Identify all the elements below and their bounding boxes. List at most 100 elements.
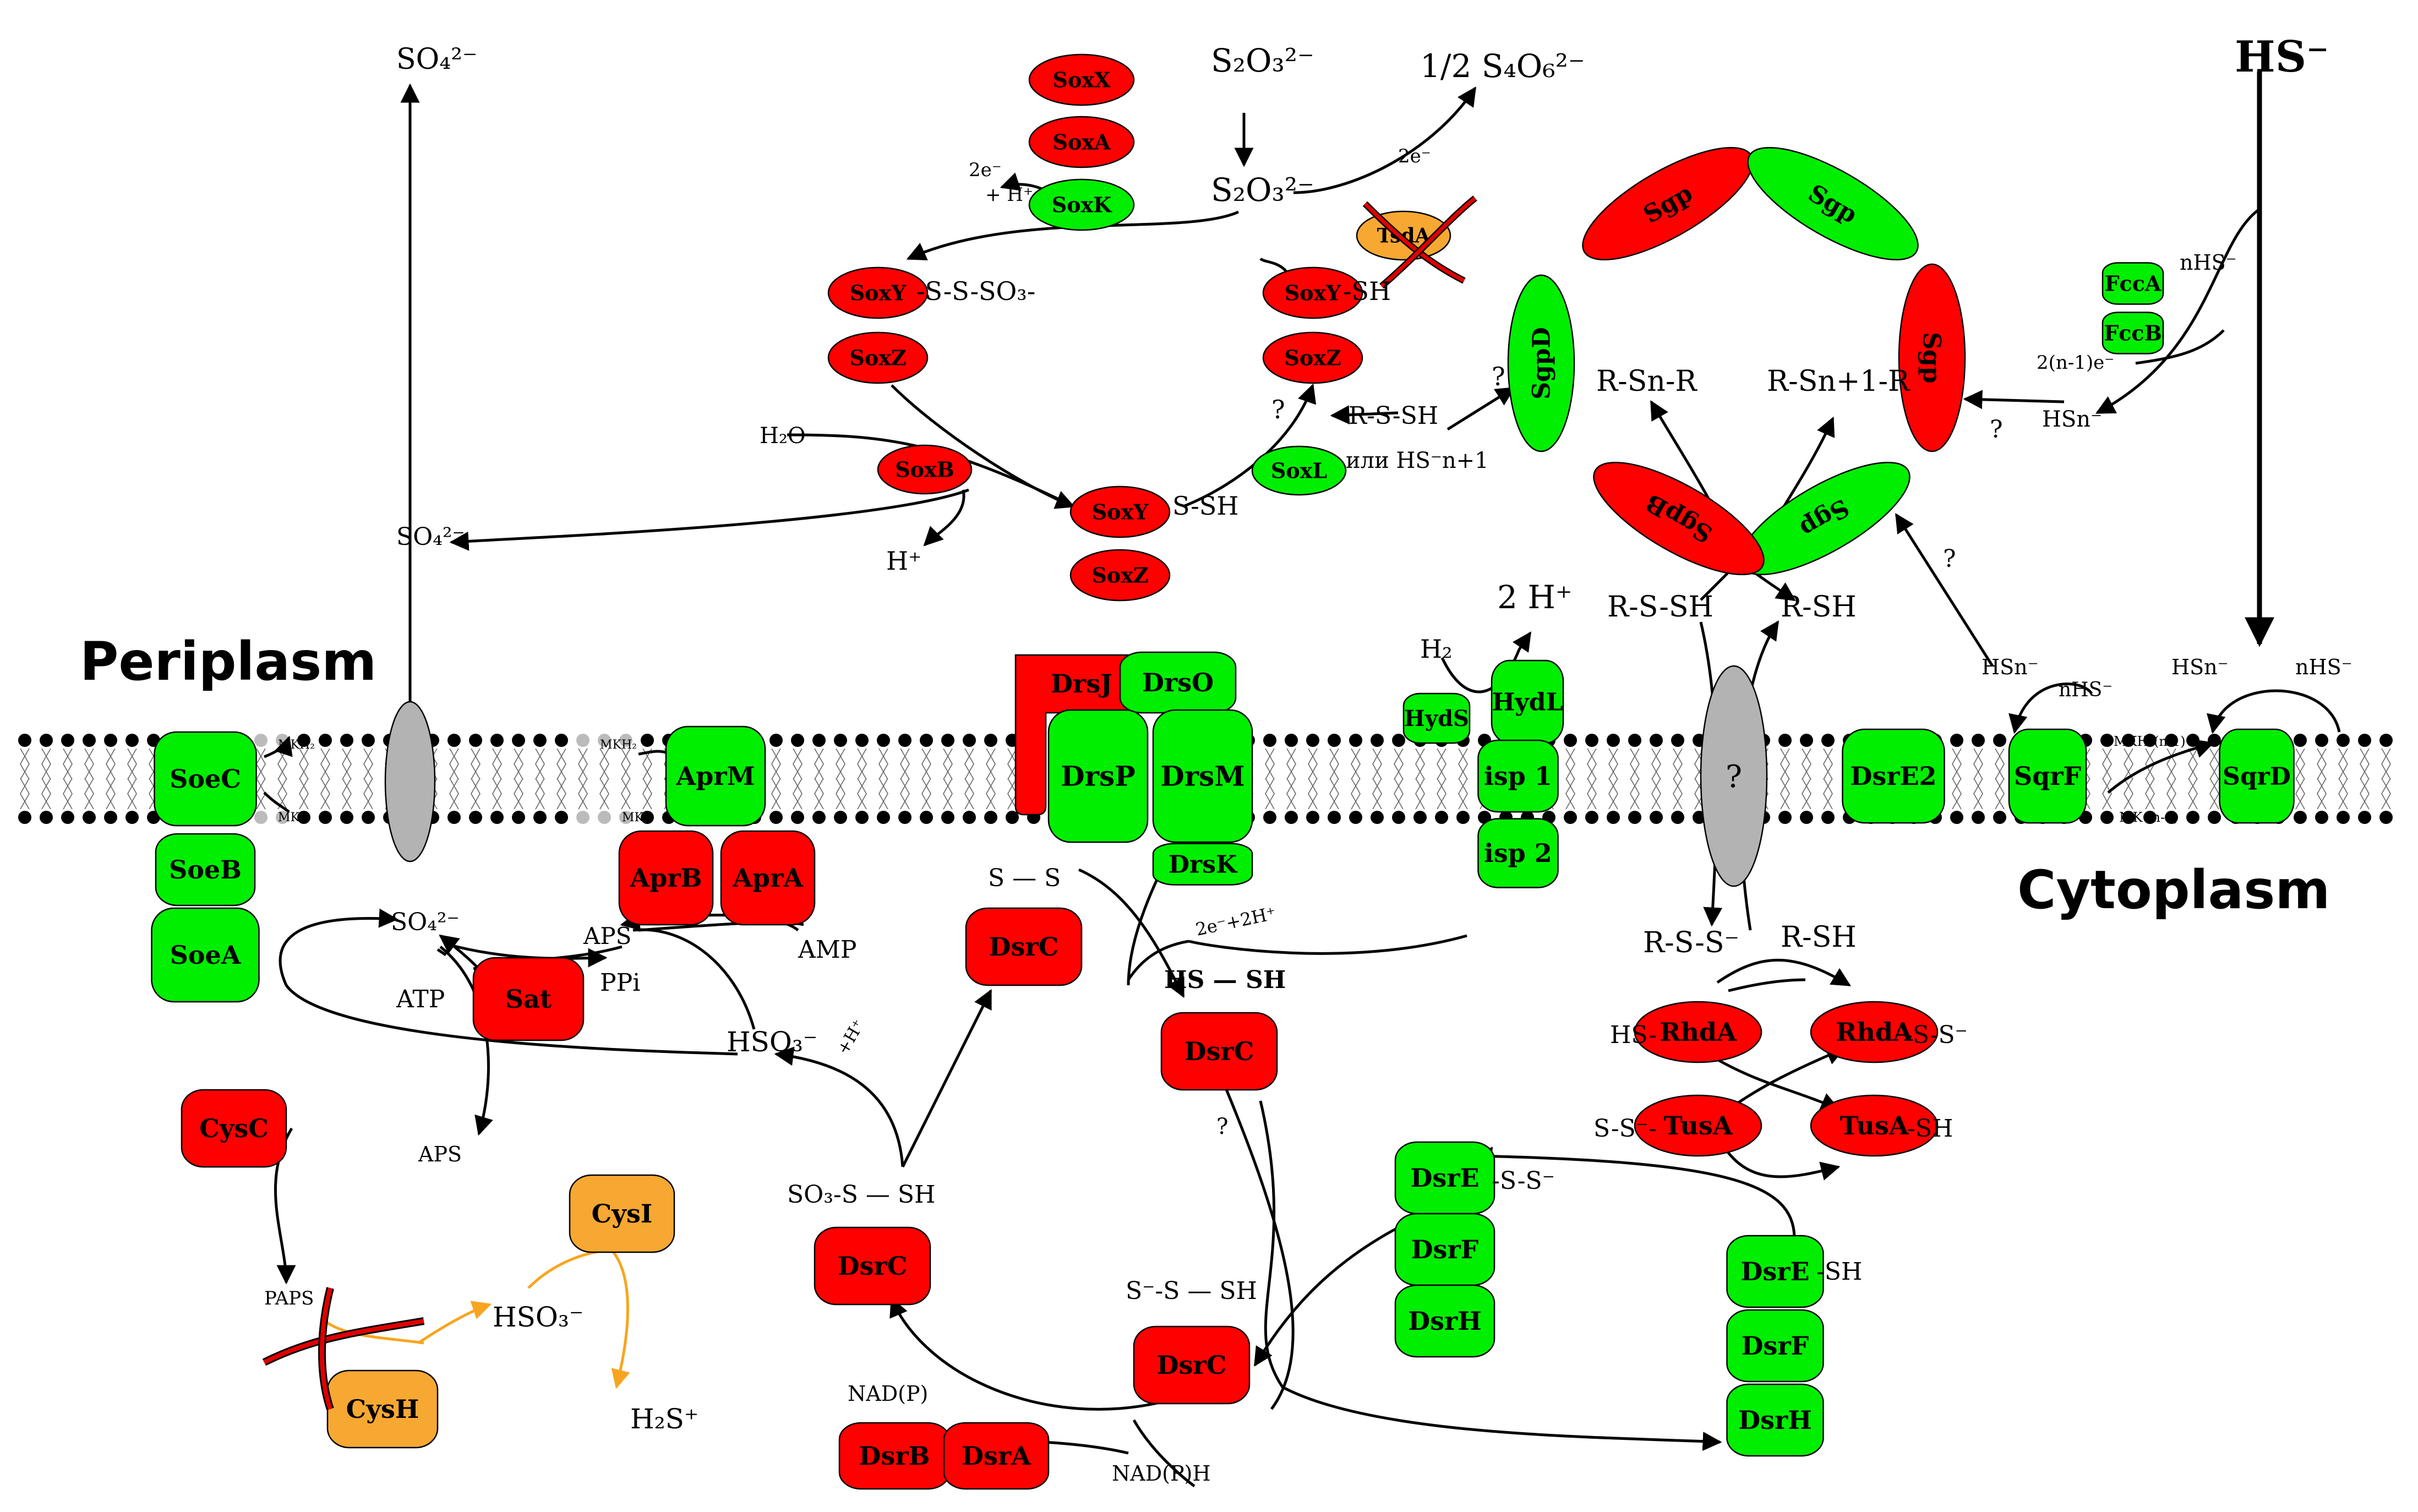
lipid-head [1371, 734, 1384, 747]
lipid-tail [900, 748, 910, 810]
protein-soxZ2: SoxZ [1262, 331, 1363, 384]
svg-text:SoeB: SoeB [169, 855, 242, 885]
svg-text:-SH: -SH [1816, 1258, 1862, 1286]
lipid-head [1413, 811, 1427, 824]
lipid-head [598, 811, 611, 824]
lipid-tail [342, 748, 352, 810]
svg-text:R-S-SH: R-S-SH [1349, 402, 1438, 430]
lipid-head [104, 734, 117, 747]
protein-aprM: AprM [665, 725, 766, 827]
lipid-head [877, 734, 890, 747]
svg-text:HSO₃⁻: HSO₃⁻ [727, 1026, 817, 1058]
sulfate-top: SO₄²⁻ [396, 43, 477, 76]
lipid-tail [2381, 748, 2391, 810]
protein-dsrB: DsrB [838, 1422, 951, 1490]
svg-text:RhdA: RhdA [1836, 1017, 1913, 1047]
lipid-head [963, 811, 976, 824]
lipid-tail [20, 748, 30, 810]
lipid-tail [1587, 748, 1597, 810]
lipid-head [1628, 811, 1641, 824]
lipid-tail [449, 748, 459, 810]
lipid-tail [84, 748, 94, 810]
svg-text:APS: APS [418, 1142, 462, 1166]
cytoplasm-label: Cytoplasm [2017, 859, 2330, 921]
lipid-head [2379, 811, 2393, 824]
lipid-head [319, 734, 332, 747]
svg-text:DsrC: DsrC [838, 1251, 908, 1281]
svg-text:?: ? [1990, 416, 2003, 444]
lipid-tail [1651, 748, 1661, 810]
lipid-tail [2124, 748, 2133, 810]
lipid-head [1564, 734, 1577, 747]
svg-text:SoxX: SoxX [1053, 67, 1111, 92]
lipid-head [340, 811, 353, 824]
lipid-tail [2338, 748, 2348, 810]
lipid-head [512, 734, 525, 747]
lipid-tail [2360, 748, 2370, 810]
lipid-tail [921, 748, 931, 810]
svg-text:S — S: S — S [988, 864, 1061, 892]
protein-hydS: HydS [1402, 692, 1471, 744]
lipid-head [1972, 734, 1985, 747]
lipid-head [83, 734, 96, 747]
lipid-head [83, 811, 96, 824]
lipid-head [2337, 811, 2350, 824]
svg-text:DsrB: DsrB [859, 1441, 930, 1471]
svg-text:HydL: HydL [1492, 688, 1563, 716]
protein-dsrC2: DsrC [1160, 1012, 1278, 1091]
svg-text:2e⁻: 2e⁻ [1398, 145, 1431, 167]
svg-text:MKH₂(n-1): MKH₂(n-1) [2114, 734, 2186, 749]
svg-text:R-SH: R-SH [1781, 921, 1857, 954]
lipid-head [898, 811, 911, 824]
svg-text:MK: MK [278, 811, 300, 825]
lipid-head [812, 734, 826, 747]
protein-sgp4: Sgp [1739, 461, 1911, 576]
svg-text:H₂S⁺: H₂S⁺ [630, 1403, 698, 1435]
protein-fccB: FccB [2102, 312, 2164, 354]
svg-text:CysC: CysC [199, 1113, 269, 1143]
lipid-head [1456, 811, 1470, 824]
svg-text:NAD(P): NAD(P) [848, 1382, 928, 1406]
lipid-head [855, 734, 869, 747]
lipid-head [941, 734, 954, 747]
lipid-head [447, 811, 461, 824]
svg-text:HSn⁻: HSn⁻ [1982, 655, 2039, 679]
lipid-head [834, 811, 847, 824]
lipid-tail [2166, 748, 2176, 810]
lipid-head [576, 734, 590, 747]
lipid-head [490, 734, 504, 747]
svg-text:SoxZ: SoxZ [1091, 563, 1148, 587]
protein-dsrF1: DsrF [1394, 1213, 1495, 1286]
lipid-tail [492, 748, 502, 810]
svg-text:MKH₂: MKH₂ [278, 738, 315, 752]
lipid-head [1371, 811, 1384, 824]
lipid-head [2358, 811, 2371, 824]
svg-text:HSn⁻: HSn⁻ [2042, 407, 2102, 432]
svg-text:MKH₂: MKH₂ [600, 738, 637, 752]
lipid-head [984, 811, 997, 824]
lipid-head [1285, 811, 1298, 824]
lipid-head [533, 811, 547, 824]
svg-text:nHS⁻: nHS⁻ [2059, 679, 2113, 701]
svg-text:SoeC: SoeC [170, 764, 241, 794]
protein-sgp1: Sgp [1582, 146, 1754, 261]
lipid-head [18, 734, 31, 747]
lipid-head [319, 811, 332, 824]
protein-tusA1: TusA [1634, 1094, 1762, 1157]
svg-text:DsrF: DsrF [1742, 1331, 1809, 1361]
lipid-tail [1286, 748, 1296, 810]
lipid-head [834, 734, 847, 747]
lipid-tail [943, 748, 953, 810]
lipid-tail [1308, 748, 1318, 810]
protein-dsrA: DsrA [943, 1422, 1050, 1490]
svg-text:R-S-S⁻: R-S-S⁻ [1643, 926, 1739, 959]
lipid-head [2100, 734, 2114, 747]
lipid-head [555, 811, 568, 824]
lipid-tail [556, 748, 566, 810]
lipid-tail [2188, 748, 2198, 810]
lipid-tail [2317, 748, 2327, 810]
protein-sgpB: SgpB [1593, 461, 1765, 576]
lipid-head [61, 811, 74, 824]
protein-dsrF2: DsrF [1726, 1309, 1824, 1383]
lipid-head [920, 811, 933, 824]
